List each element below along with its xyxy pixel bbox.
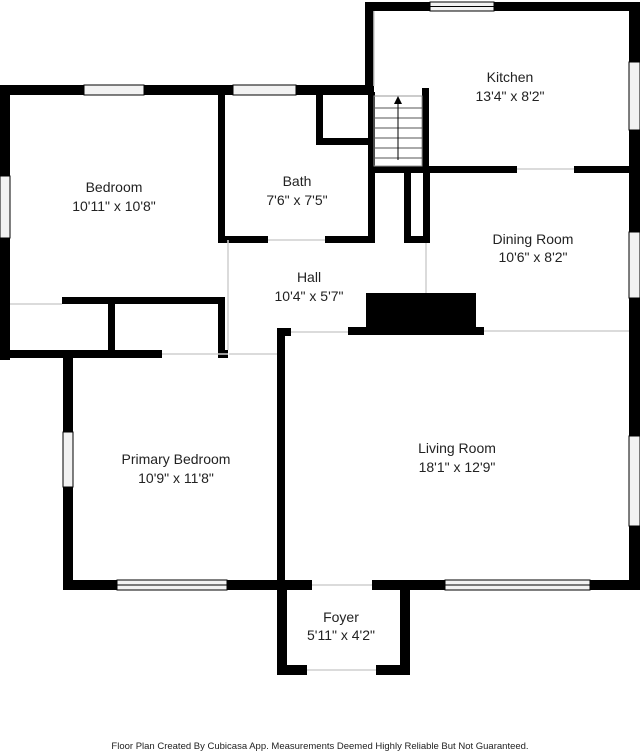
bath-bottom-wall-right: [325, 236, 375, 243]
window: [628, 435, 640, 527]
living-bottom-wall-mid: [372, 580, 452, 590]
closet-divider: [108, 297, 115, 357]
windows: [0, 1, 640, 591]
stairs: [373, 95, 423, 167]
primary-name: Primary Bedroom: [122, 451, 231, 467]
stair-wall: [404, 166, 411, 242]
foyer-bottom-right: [376, 665, 410, 675]
foyer-bottom-left: [277, 665, 307, 675]
primary-dims: 10'9" x 11'8": [138, 470, 214, 486]
hall-top-right-wall: [404, 236, 430, 243]
living-bottom-wall-left: [277, 580, 312, 590]
bath-right-wall: [368, 92, 375, 242]
living-bottom-wall-right: [580, 580, 640, 590]
window: [62, 431, 74, 488]
window: [628, 61, 640, 131]
kitchen-top-wall: [365, 2, 640, 11]
kitchen-left-wall: [365, 2, 374, 86]
window: [628, 231, 640, 299]
bedroom-dims: 10'11" x 10'8": [72, 198, 156, 214]
bedroom-bottom-wall: [62, 297, 225, 304]
living-name: Living Room: [418, 440, 496, 456]
hall-dims: 10'4" x 5'7": [275, 288, 344, 304]
foyer-dims: 5'11" x 4'2": [307, 627, 375, 643]
dining-left-wall: [423, 166, 430, 242]
kitchen-name: Kitchen: [487, 69, 534, 85]
living-top-left-wall: [277, 328, 291, 336]
window: [232, 84, 297, 96]
dining-name: Dining Room: [493, 231, 574, 247]
kitchen-inner-wall: [422, 88, 429, 172]
north-wall: [0, 85, 374, 95]
primary-right-wall: [277, 328, 285, 590]
bath-name: Bath: [283, 173, 312, 189]
kitchen-dims: 13'4" x 8'2": [476, 88, 545, 104]
south-wing-wall: [0, 350, 162, 358]
foyer-left-wall: [277, 580, 287, 675]
foyer-name: Foyer: [323, 609, 359, 625]
bedroom-name: Bedroom: [86, 179, 143, 195]
kitchen-bottom-wall-left: [372, 166, 517, 173]
foyer-right-wall: [400, 580, 410, 675]
bedroom-bath-wall: [218, 92, 225, 242]
closet-wall-h: [316, 138, 374, 145]
hall-name: Hall: [297, 269, 321, 285]
bath-bottom-wall-left: [218, 236, 268, 243]
closet-right-wall: [218, 297, 225, 357]
bath-dims: 7'6" x 7'5": [266, 192, 327, 208]
openings: [10, 11, 629, 671]
living-dims: 18'1" x 12'9": [419, 459, 496, 475]
kitchen-bottom-wall-right: [574, 166, 640, 173]
window: [83, 84, 145, 96]
east-wall-lower: [629, 160, 640, 590]
walls: [0, 2, 640, 675]
fireplace: [366, 293, 476, 331]
window: [0, 175, 11, 239]
room-labels: Kitchen 13'4" x 8'2" Bedroom 10'11" x 10…: [72, 69, 573, 643]
living-top-wall: [348, 327, 484, 335]
dining-dims: 10'6" x 8'2": [499, 249, 568, 265]
closet-wall-v: [316, 92, 323, 144]
footer-disclaimer: Floor Plan Created By Cubicasa App. Meas…: [111, 741, 529, 752]
